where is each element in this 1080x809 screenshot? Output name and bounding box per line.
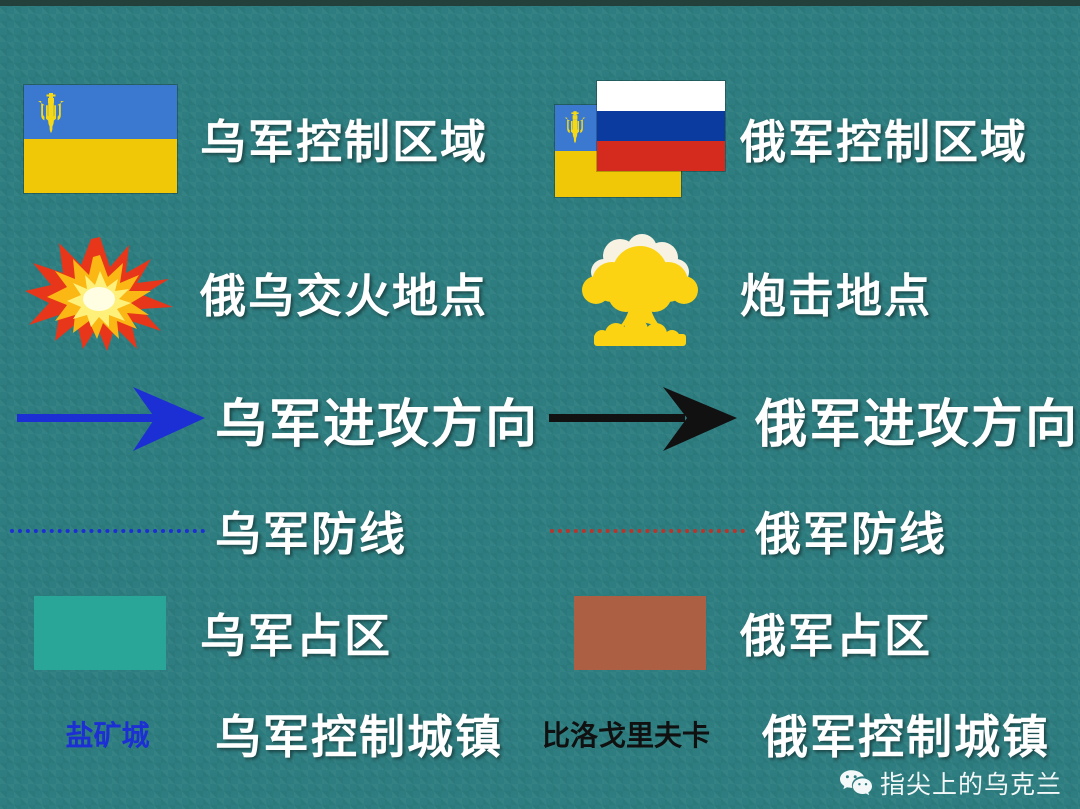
- legend-row-controlled-towns: 盐矿城 乌军控制城镇 比洛戈里夫卡 俄军控制城镇: [0, 694, 1080, 774]
- legend-label-ru-attack: 俄军进攻方向: [755, 394, 1080, 455]
- legend-entry-ua-defense-line: 乌军防线: [0, 486, 540, 576]
- blue-dotted-line-icon: [10, 529, 205, 533]
- top-edge-strip: [0, 0, 1080, 6]
- legend-row-explosions: 俄乌交火地点: [0, 228, 1080, 358]
- wechat-icon: [839, 770, 872, 796]
- legend-entry-firefight: 俄乌交火地点: [0, 228, 540, 358]
- legend-entry-shelling: 炮击地点: [540, 228, 1080, 358]
- flag-red-band: [597, 141, 725, 171]
- legend-label-ua-controlled-area: 乌军控制区域: [200, 115, 488, 169]
- russia-ukraine-flag-symbol: [540, 80, 740, 198]
- brown-color-swatch: [574, 596, 706, 670]
- legend-label-ua-town: 乌军控制城镇: [215, 710, 503, 764]
- teal-color-swatch: [34, 596, 166, 670]
- explosion-star-symbol: [0, 233, 200, 353]
- blue-dotted-line-symbol: [0, 529, 215, 533]
- red-dotted-line-icon: [550, 529, 745, 533]
- black-arrow-symbol: [540, 383, 755, 455]
- legend-entry-ua-town: 盐矿城 乌军控制城镇: [0, 694, 540, 774]
- legend-label-ru-controlled-area: 俄军控制区域: [740, 115, 1028, 169]
- brown-swatch-symbol: [540, 596, 740, 670]
- legend-label-ru-town: 俄军控制城镇: [762, 710, 1050, 764]
- teal-swatch-symbol: [0, 596, 200, 670]
- ua-town-name-sample: 盐矿城: [65, 719, 150, 752]
- legend-entry-ua-attack: 乌军进攻方向: [0, 368, 540, 470]
- legend-entry-ru-attack: 俄军进攻方向: [540, 368, 1080, 470]
- trident-emblem-icon: [37, 93, 64, 133]
- ru-town-name-sample-symbol: 比洛戈里夫卡: [540, 714, 762, 754]
- legend-entry-ua-controlled-area: 乌军控制区域: [0, 64, 540, 214]
- blue-arrow-icon: [17, 387, 205, 451]
- mushroom-cloud-symbol: [540, 234, 740, 352]
- mushroom-cloud-icon: [582, 234, 698, 346]
- red-dotted-line-symbol: [540, 529, 755, 533]
- legend-label-ua-defense-line: 乌军防线: [215, 507, 407, 561]
- ukraine-flag-symbol: [0, 84, 200, 194]
- overlapping-flags-icon: [554, 80, 726, 198]
- legend-label-firefight: 俄乌交火地点: [200, 269, 488, 323]
- legend-entry-ru-controlled-area: 俄军控制区域: [540, 64, 1080, 214]
- legend-row-occupied-areas: 乌军占区 俄军占区: [0, 578, 1080, 688]
- flag-yellow-band: [23, 139, 177, 193]
- legend-entry-ru-town: 比洛戈里夫卡 俄军控制城镇: [540, 694, 1080, 774]
- blue-arrow-symbol: [0, 383, 215, 455]
- legend-row-defense-lines: 乌军防线 俄军防线: [0, 486, 1080, 576]
- legend-entry-ru-occupied: 俄军占区: [540, 578, 1080, 688]
- flag-blue-band: [597, 111, 725, 141]
- russia-flag-icon: [596, 80, 726, 172]
- legend-entry-ru-defense-line: 俄军防线: [540, 486, 1080, 576]
- legend-label-ua-occupied: 乌军占区: [200, 609, 392, 663]
- legend-label-ua-attack: 乌军进攻方向: [215, 394, 540, 455]
- ru-town-name-sample: 比洛戈里夫卡: [542, 719, 711, 752]
- legend-label-ru-defense-line: 俄军防线: [755, 507, 947, 561]
- legend-row-controlled-areas: 乌军控制区域: [0, 64, 1080, 214]
- black-arrow-icon: [549, 387, 737, 451]
- legend-entry-ua-occupied: 乌军占区: [0, 578, 540, 688]
- explosion-star-icon: [25, 237, 173, 351]
- legend-label-shelling: 炮击地点: [740, 269, 932, 323]
- wechat-account-name: 指尖上的乌克兰: [879, 770, 1062, 799]
- flag-white-band: [597, 81, 725, 111]
- ukraine-flag-icon: [22, 84, 178, 194]
- ua-town-name-sample-symbol: 盐矿城: [0, 714, 215, 754]
- trident-emblem-icon: [564, 111, 586, 144]
- legend-label-ru-occupied: 俄军占区: [740, 609, 932, 663]
- wechat-watermark: 指尖上的乌克兰: [839, 765, 1062, 801]
- legend-row-attack-directions: 乌军进攻方向 俄军进攻方向: [0, 368, 1080, 470]
